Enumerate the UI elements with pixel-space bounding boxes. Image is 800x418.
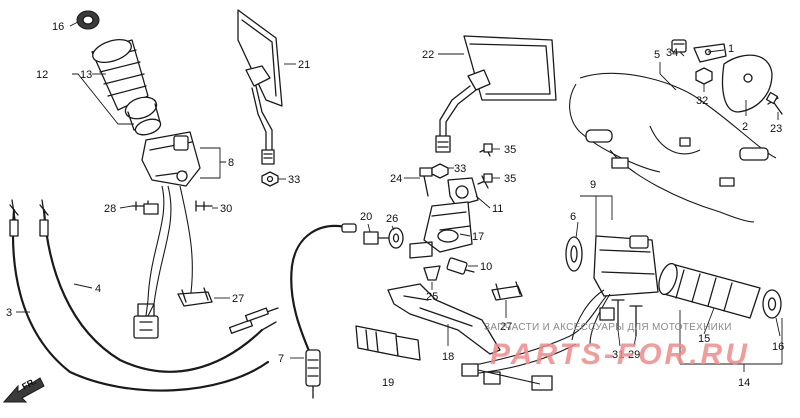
callout-2: 2: [742, 121, 748, 133]
callout-22: 22: [422, 49, 434, 61]
left-switch-wiring: [133, 185, 193, 339]
pivot-bolt-20: [363, 231, 393, 245]
left-mirror: [237, 9, 283, 165]
callout-35-upper: 35: [504, 144, 516, 156]
master-cylinder-clamp: [447, 177, 479, 207]
brake-lever-18: [387, 283, 501, 355]
cable-4: [39, 199, 279, 373]
callout-30: 30: [220, 203, 232, 215]
nut-32: [695, 67, 713, 85]
callout-21: 21: [298, 59, 310, 71]
leader-lines: [16, 21, 783, 372]
washer-26: [388, 227, 404, 249]
callout-20: 20: [360, 211, 372, 223]
cover-2: [721, 54, 773, 113]
screw-29: [629, 305, 643, 337]
cap-25: [423, 265, 441, 281]
callout-31: 31: [612, 349, 624, 361]
bolt-24: [419, 167, 433, 197]
callout-9: 9: [590, 179, 596, 191]
right-switch-wiring: [571, 289, 615, 345]
nut-33-right: [431, 163, 449, 179]
grommet-6: [565, 236, 583, 272]
clutch-cable: [290, 223, 357, 399]
callout-19: 19: [382, 377, 394, 389]
lever-holder-17: [409, 201, 473, 259]
callout-13: 13: [80, 69, 92, 81]
bolts-35: [477, 143, 493, 189]
rubber-boot-19: [355, 325, 421, 361]
callout-18: 18: [442, 351, 454, 363]
screw-23: [765, 91, 783, 115]
callout-32: 32: [696, 95, 708, 107]
callout-labels: 16 13 12 8 28 30 21 33 3 4 27 7 22 35 33…: [6, 21, 784, 389]
watermark-caption: ЗАПЧАСТИ И АКСЕССУАРЫ ДЛЯ МОТОТЕХНИКИ: [484, 322, 732, 333]
callout-27-left: 27: [232, 293, 244, 305]
callout-7: 7: [278, 353, 284, 365]
callout-34: 34: [666, 47, 678, 59]
left-switch-housing: [141, 131, 201, 187]
callout-28: 28: [104, 203, 116, 215]
callout-11: 11: [492, 203, 503, 215]
callout-17: 17: [472, 231, 484, 243]
cable-3: [9, 199, 270, 392]
callout-16-left: 16: [52, 21, 64, 33]
callout-5: 5: [654, 49, 660, 61]
callout-33-right: 33: [454, 163, 466, 175]
left-grip: [91, 39, 149, 111]
cable-clip-27-left: [177, 287, 213, 307]
right-switch-housing: [593, 235, 659, 297]
callout-6: 6: [570, 211, 576, 223]
callout-26: 26: [386, 213, 398, 225]
screw-31: [611, 299, 625, 331]
callout-8: 8: [228, 157, 234, 169]
callout-33-mirror: 33: [288, 174, 300, 186]
cable-clip-27-right: [491, 281, 523, 301]
callout-25: 25: [426, 291, 438, 303]
wire-harness-5: [569, 72, 777, 223]
mirror-nut-33: [261, 171, 279, 187]
callout-23: 23: [770, 123, 782, 135]
callout-1: 1: [728, 43, 734, 55]
grip-end-16-right: [762, 289, 782, 319]
callout-24: 24: [390, 173, 402, 185]
right-lower-wiring: [461, 289, 613, 391]
callout-4: 4: [95, 283, 101, 295]
callout-10: 10: [480, 261, 492, 273]
throttle-grip-15: [658, 262, 761, 319]
callout-27-right: 27: [500, 321, 512, 333]
switch-10: [446, 257, 475, 275]
left-grip-end-cap: [76, 10, 100, 30]
left-grip-collar: [124, 96, 162, 136]
callout-29: 29: [628, 349, 640, 361]
bracket-1: [693, 43, 727, 63]
callout-35-lower: 35: [504, 173, 516, 185]
right-mirror: [435, 35, 557, 153]
callout-12: 12: [36, 69, 48, 81]
callout-16-right: 16: [772, 341, 784, 353]
front-arrow-icon: [2, 377, 45, 403]
watermark-logo: PARTS-FOR.RU: [490, 338, 750, 371]
callout-3: 3: [6, 307, 12, 319]
callout-14: 14: [738, 377, 750, 389]
callout-15: 15: [698, 333, 710, 345]
bracket-34: [671, 39, 687, 53]
